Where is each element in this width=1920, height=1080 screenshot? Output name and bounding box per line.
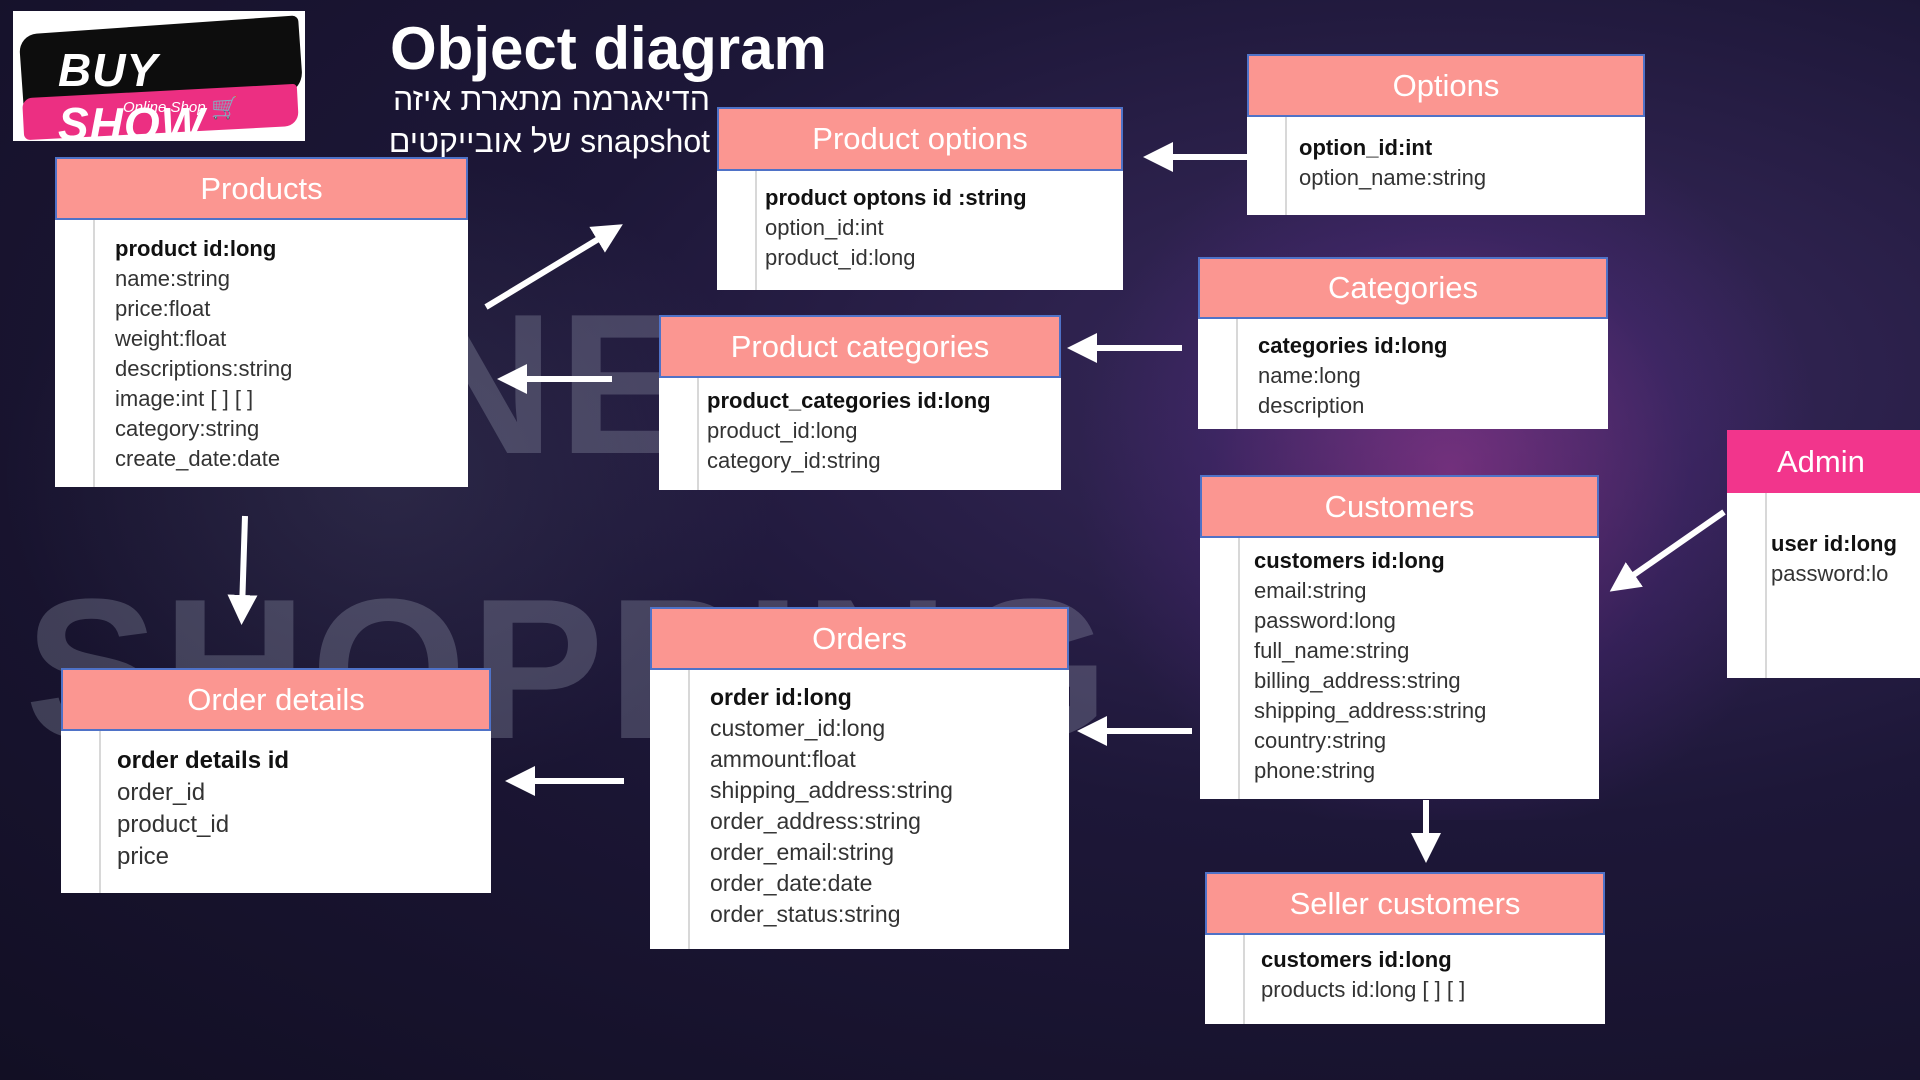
entity-fields: product optons id :string option_id:int … <box>717 171 1123 290</box>
field: option_id:int <box>1299 135 1433 160</box>
field: password:long <box>1254 608 1396 633</box>
cart-icon: 🛒 <box>211 95 239 120</box>
field: option_name:string <box>1299 165 1487 190</box>
field: password:lo <box>1771 561 1889 586</box>
field: customers id:long <box>1261 947 1452 972</box>
entity-title: Products <box>55 157 468 220</box>
field: price <box>117 843 170 870</box>
page-title: Object diagram <box>390 15 827 82</box>
entity-title: Product options <box>717 107 1123 171</box>
entity-categories: Categories categories id:long name:long … <box>1198 257 1608 429</box>
arrow-admin-to-customers <box>1609 509 1726 592</box>
entity-title: Options <box>1247 54 1645 117</box>
entity-title: Customers <box>1200 475 1599 538</box>
entity-product-options: Product options product optons id :strin… <box>717 107 1123 290</box>
entity-fields: user id:long password:lo <box>1727 493 1920 678</box>
entity-title: Admin <box>1727 430 1920 493</box>
field: order_status:string <box>710 901 901 927</box>
entity-admin: Admin user id:long password:lo <box>1727 430 1920 678</box>
field: order_email:string <box>710 839 895 865</box>
field: create_date:date <box>115 446 281 471</box>
field: order_date:date <box>710 870 873 896</box>
entity-title: Orders <box>650 607 1069 670</box>
field: weight:float <box>115 326 227 351</box>
entity-fields: categories id:long name:long description <box>1198 319 1608 429</box>
entity-options: Options option_id:int option_name:string <box>1247 54 1645 215</box>
field: image:int [ ] [ ] <box>115 386 254 411</box>
field: customers id:long <box>1254 548 1445 573</box>
entity-fields: product id:long name:string price:float … <box>55 220 468 487</box>
field: product_id:long <box>707 418 858 443</box>
subtitle-line: הדיאגרמה מתארת איזה <box>393 81 710 117</box>
field: customer_id:long <box>710 715 886 741</box>
subtitle-line: snapshot של אובייקטים <box>388 123 710 159</box>
field: ammount:float <box>710 746 856 772</box>
field: categories id:long <box>1258 333 1448 358</box>
entity-fields: order details id order_id product_id pri… <box>61 731 491 893</box>
logo: BUY SHOW Online Shop 🛒 <box>13 11 305 141</box>
field: shipping_address:string <box>710 777 953 803</box>
field: descriptions:string <box>115 356 293 381</box>
entity-title: Order details <box>61 668 491 731</box>
field: product id:long <box>115 236 277 261</box>
field: category_id:string <box>707 448 881 473</box>
entity-products: Products product id:long name:string pri… <box>55 157 468 487</box>
field: order details id <box>117 747 290 774</box>
field: email:string <box>1254 578 1367 603</box>
field: shipping_address:string <box>1254 698 1487 723</box>
page-subtitle: הדיאגרמה מתארת איזה snapshot של אובייקטי… <box>389 78 710 162</box>
field: country:string <box>1254 728 1387 753</box>
field: name:long <box>1258 363 1361 388</box>
field: product_id <box>117 811 230 838</box>
logo-brand: BUY SHOW <box>58 44 206 141</box>
entity-fields: customers id:long email:string password:… <box>1200 538 1599 799</box>
field: billing_address:string <box>1254 668 1461 693</box>
entity-seller-customers: Seller customers customers id:long produ… <box>1205 872 1605 1024</box>
field: order_id <box>117 779 206 806</box>
arrow-products-to-order-details <box>227 515 258 625</box>
entity-title: Categories <box>1198 257 1608 319</box>
field: price:float <box>115 296 211 321</box>
entity-order-details: Order details order details id order_id … <box>61 668 491 893</box>
logo-tagline: Online Shop <box>123 99 206 116</box>
field: order id:long <box>710 684 852 710</box>
field: phone:string <box>1254 758 1376 783</box>
field: order_address:string <box>710 808 921 834</box>
field: description <box>1258 393 1365 418</box>
field: name:string <box>115 266 230 291</box>
entity-fields: customers id:long products id:long [ ] [… <box>1205 935 1605 1024</box>
entity-title: Product categories <box>659 315 1061 378</box>
entity-title: Seller customers <box>1205 872 1605 935</box>
entity-fields: product_categories id:long product_id:lo… <box>659 378 1061 490</box>
field: products id:long [ ] [ ] <box>1261 977 1466 1002</box>
entity-orders: Orders order id:long customer_id:long am… <box>650 607 1069 949</box>
entity-fields: option_id:int option_name:string <box>1247 117 1645 215</box>
field: category:string <box>115 416 260 441</box>
entity-fields: order id:long customer_id:long ammount:f… <box>650 670 1069 949</box>
field: full_name:string <box>1254 638 1410 663</box>
entity-product-categories: Product categories product_categories id… <box>659 315 1061 490</box>
field: product_id:long <box>765 245 916 270</box>
field: user id:long <box>1771 531 1897 556</box>
field: product_categories id:long <box>707 388 991 413</box>
entity-customers: Customers customers id:long email:string… <box>1200 475 1599 799</box>
field: product optons id :string <box>765 185 1027 210</box>
field: option_id:int <box>765 215 884 240</box>
arrow-products-to-product-options <box>484 224 623 310</box>
